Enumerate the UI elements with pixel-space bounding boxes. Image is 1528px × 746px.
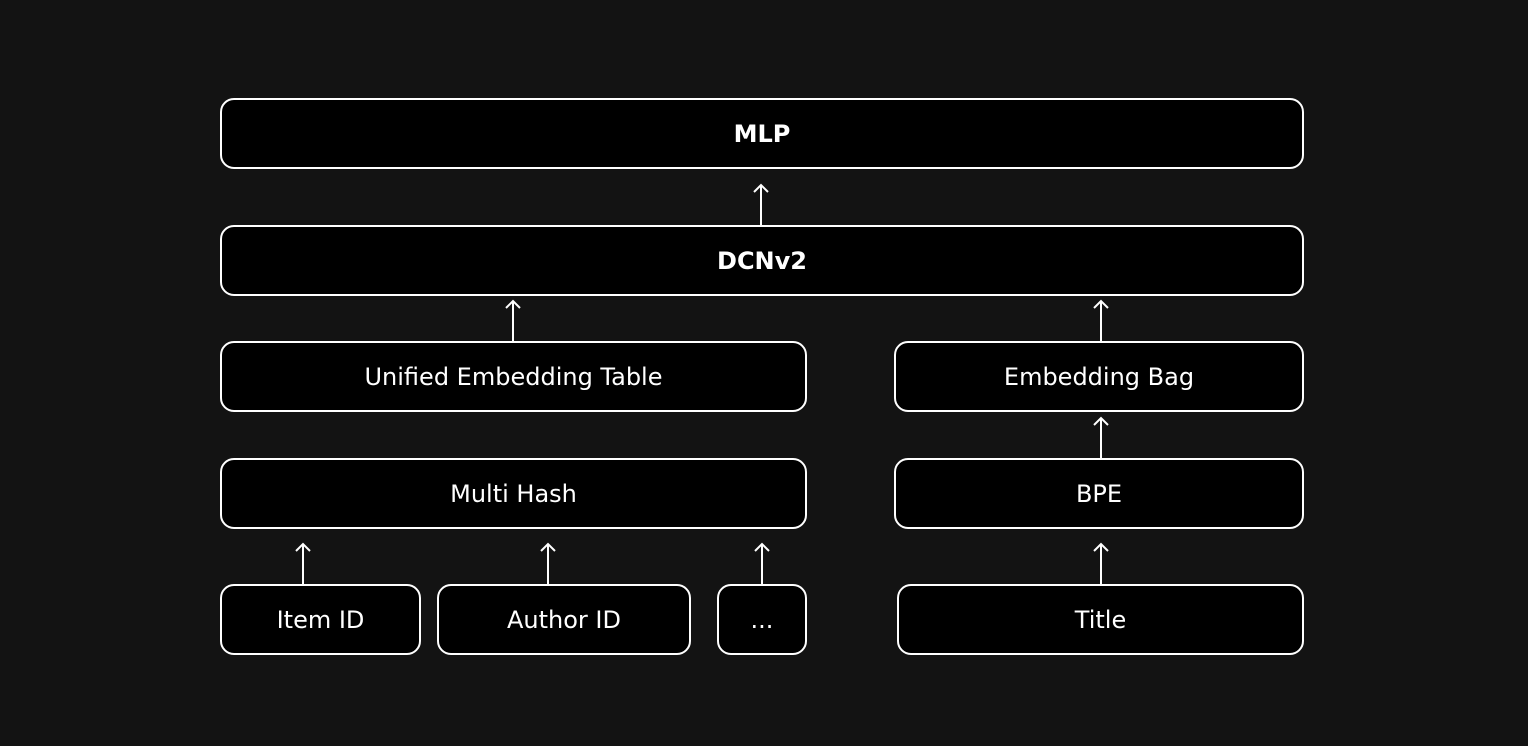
- bpe-label: BPE: [1075, 479, 1123, 508]
- author-id-block: Author ID: [437, 584, 691, 655]
- arrow-item-id-to-multi-hash: [295, 542, 311, 585]
- title-block: Title: [897, 584, 1304, 655]
- multi-hash-label: Multi Hash: [450, 479, 577, 508]
- mlp-block: MLP: [220, 98, 1304, 169]
- arrow-dcnv2-to-mlp: [753, 183, 769, 226]
- bpe-block: BPE: [894, 458, 1304, 529]
- unified-embedding-table-label: Unified Embedding Table: [364, 362, 663, 391]
- arrow-ellipsis-to-multi-hash: [754, 542, 770, 585]
- embedding-bag-label: Embedding Bag: [1003, 362, 1195, 391]
- title-label: Title: [1074, 605, 1127, 634]
- embedding-bag-block: Embedding Bag: [894, 341, 1304, 412]
- unified-embedding-table-block: Unified Embedding Table: [220, 341, 807, 412]
- arrow-title-to-bpe: [1093, 542, 1109, 585]
- dcnv2-label: DCNv2: [717, 246, 807, 275]
- arrow-author-id-to-multi-hash: [540, 542, 556, 585]
- arrow-unified-to-dcnv2: [505, 299, 521, 342]
- arrow-embedding-bag-to-dcnv2: [1093, 299, 1109, 342]
- author-id-label: Author ID: [507, 605, 621, 634]
- multi-hash-block: Multi Hash: [220, 458, 807, 529]
- dcnv2-block: DCNv2: [220, 225, 1304, 296]
- ellipsis-block: ...: [717, 584, 807, 655]
- item-id-block: Item ID: [220, 584, 421, 655]
- arrow-bpe-to-embedding-bag: [1093, 416, 1109, 459]
- item-id-label: Item ID: [276, 605, 365, 634]
- mlp-label: MLP: [733, 119, 791, 148]
- ellipsis-label: ...: [750, 605, 774, 634]
